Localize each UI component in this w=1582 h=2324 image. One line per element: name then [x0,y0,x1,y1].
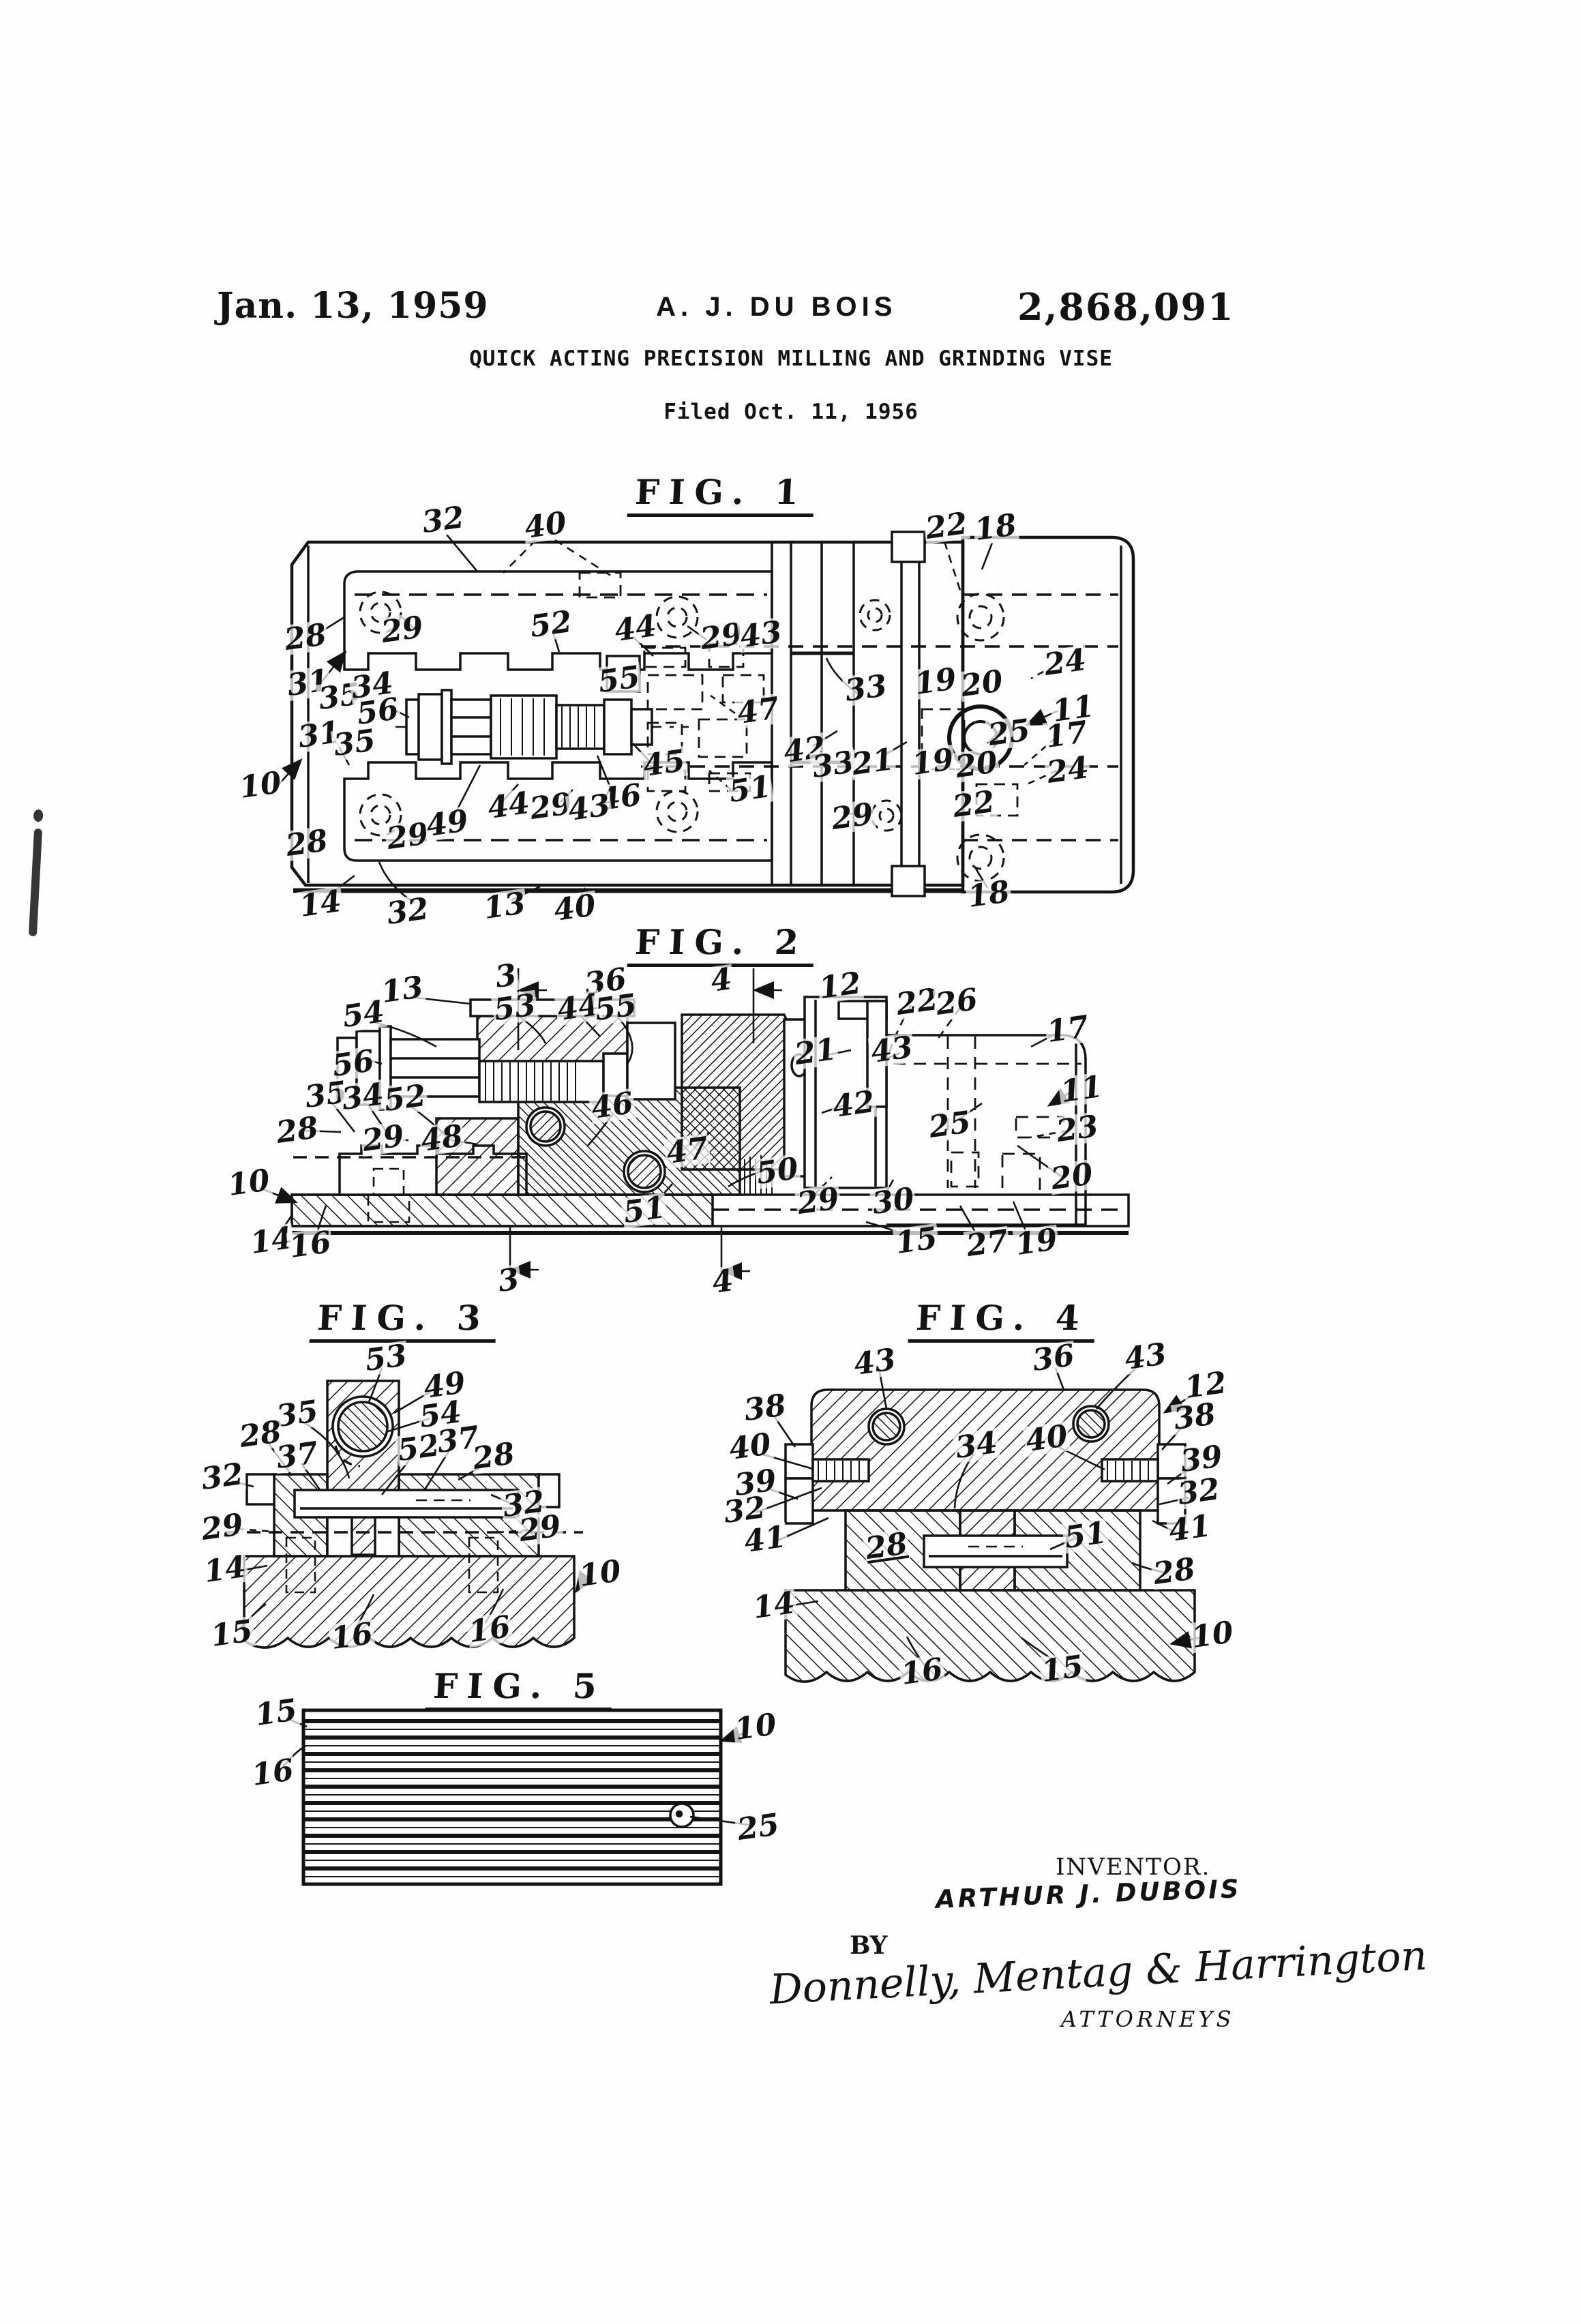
issue-date: Jan. 13, 1959 [217,285,489,327]
figure-2-caption: FIG. 2 [627,922,816,967]
figure-2-drawing [258,968,1130,1280]
figure-3-drawing [225,1367,595,1649]
figure-1-drawing [271,531,1135,904]
inventor-header: A. J. DU BOIS [656,292,897,322]
figure-1-caption: FIG. 1 [627,472,816,517]
figure-4-caption: FIG. 4 [908,1298,1097,1343]
patent-number: 2,868,091 [1017,285,1235,329]
figure-5-drawing [281,1708,749,1886]
inventor-heading: INVENTOR. [1056,1853,1211,1881]
figure-5-caption: FIG. 5 [425,1666,614,1711]
filed-date: Filed Oct. 11, 1956 [663,400,919,424]
figure-4-drawing [755,1366,1199,1683]
patent-title: QUICK ACTING PRECISION MILLING AND GRIND… [469,346,1113,371]
by-label: BY [850,1931,888,1960]
attorneys-label: ATTORNEYS [1061,2006,1235,2032]
figure-3-caption: FIG. 3 [309,1298,498,1343]
